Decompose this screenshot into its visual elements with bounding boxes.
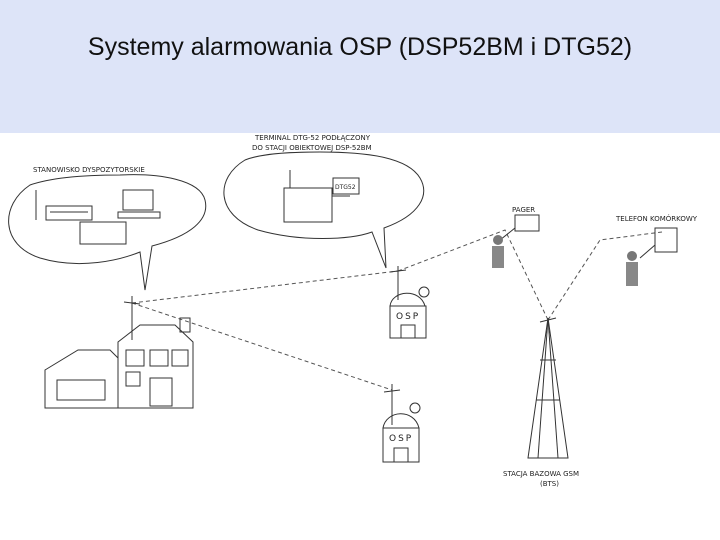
terminal-device: [283, 187, 333, 223]
label-pager: PAGER: [512, 206, 535, 214]
label-osp-bottom: OSP: [389, 434, 413, 444]
pager-group: [492, 214, 540, 268]
phone-group: [626, 227, 678, 286]
bts-tower: [527, 317, 569, 459]
person-pager: [492, 246, 504, 268]
terminal-bubble: [223, 151, 425, 269]
label-terminal-1: TERMINAL DTG-52 PODŁĄCZONY: [254, 134, 371, 142]
label-dtg-box: DTG52: [335, 184, 356, 191]
link-osp-pager-bts: [397, 229, 549, 321]
house: [44, 296, 194, 409]
link-house-osp-bottom: [131, 302, 393, 391]
person-phone: [626, 262, 638, 286]
dispatcher-monitor: [122, 189, 154, 211]
person-pager-head: [493, 235, 503, 245]
label-bts-1: STACJA BAZOWA GSM: [503, 470, 579, 478]
link-house-osp-top: [131, 270, 399, 304]
link-bts-phone: [547, 231, 663, 321]
person-phone-head: [627, 251, 637, 261]
title-band: [0, 0, 720, 133]
label-phone: TELEFON KOMÓRKOWY: [615, 214, 698, 223]
dispatcher-bubble: [8, 174, 207, 291]
osp-building-bottom: [382, 384, 421, 463]
osp-building-top: [389, 266, 430, 339]
label-osp-top: OSP: [396, 312, 420, 322]
slide-title: Systemy alarmowania OSP (DSP52BM i DTG52…: [87, 33, 633, 61]
pager-device: [514, 214, 540, 232]
label-bts-2: (BTS): [540, 480, 559, 488]
dtg52-box: [332, 177, 360, 195]
label-dispatcher: STANOWISKO DYSPOZYTORSKIE: [33, 166, 145, 174]
radio-links: [131, 229, 663, 391]
dispatcher-radio: [79, 221, 127, 245]
phone-device: [654, 227, 678, 253]
label-terminal-2: DO STACJI OBIEKTOWEJ DSP-52BM: [252, 144, 372, 152]
